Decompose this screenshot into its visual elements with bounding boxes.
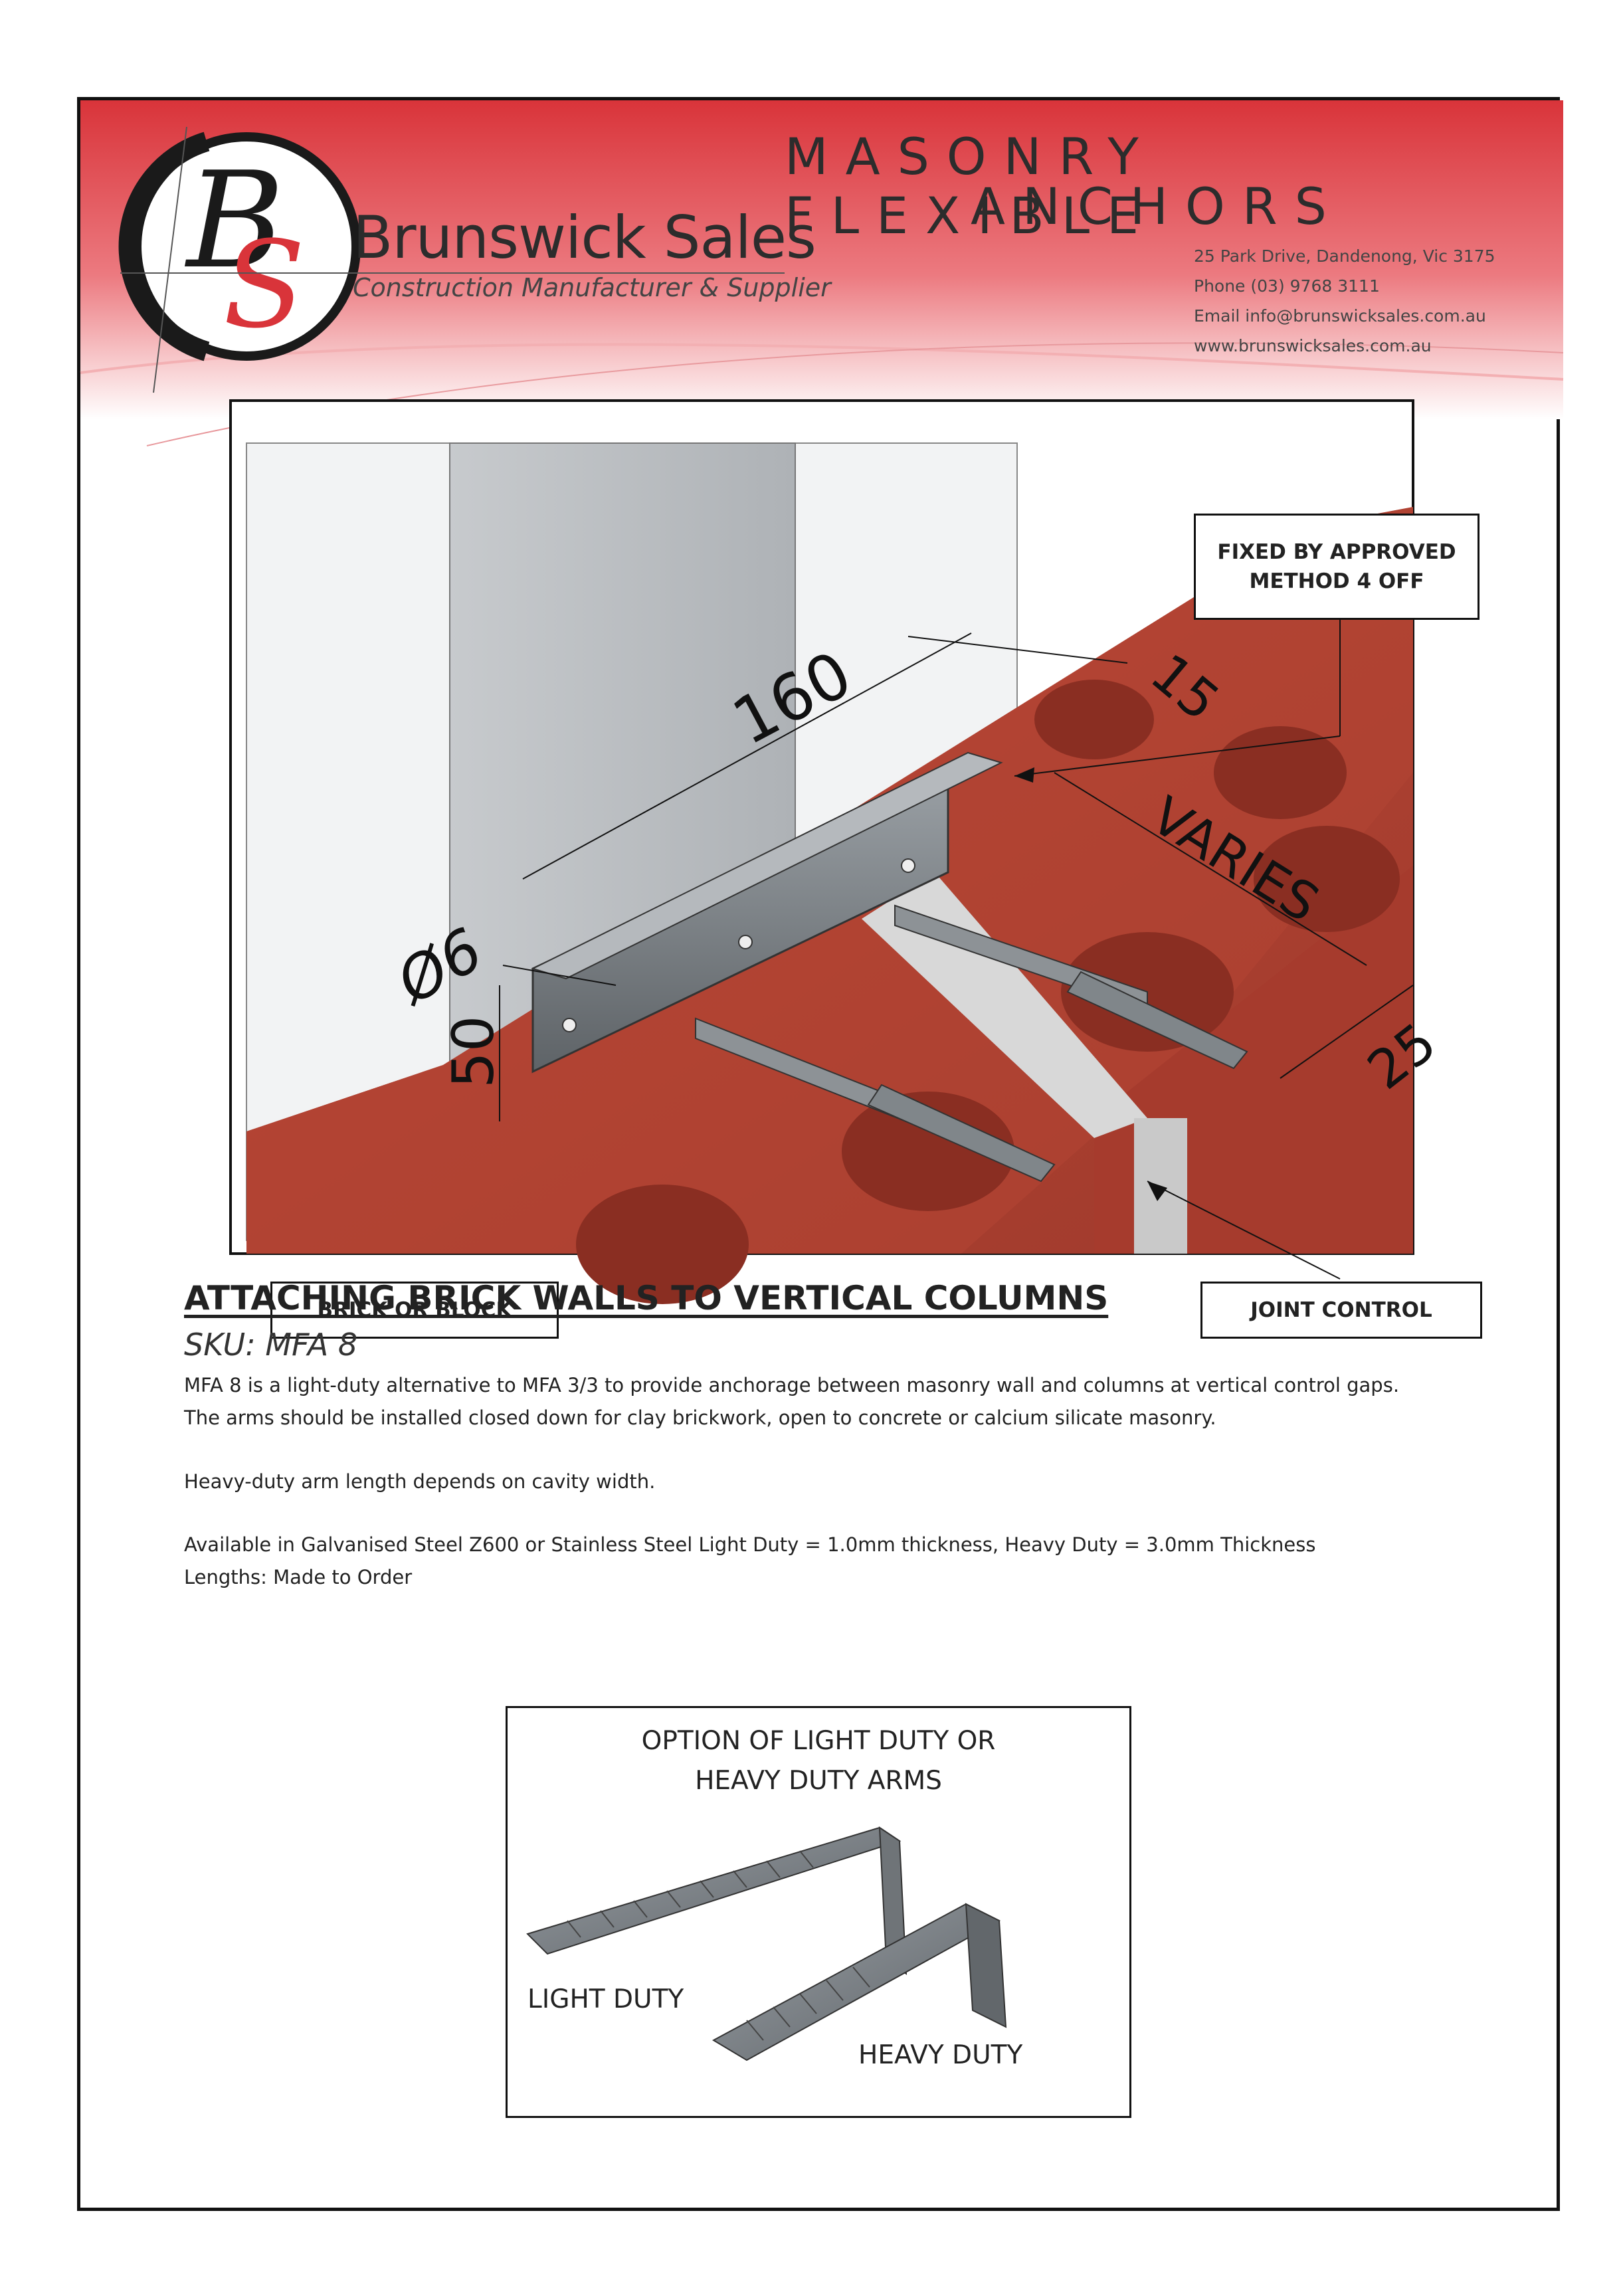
light-duty-label: LIGHT DUTY	[527, 1984, 684, 2014]
svg-text:S: S	[223, 216, 305, 355]
company-tagline: Construction Manufacturer & Supplier	[353, 273, 831, 302]
diagram-illustration: 160 15 VARIES 25 Ø6 50	[229, 399, 1448, 1304]
callout-joint-control: JOINT CONTROL	[1200, 1282, 1482, 1339]
page-frame: B S Brunswick Sales Construction Manufac…	[77, 97, 1564, 2211]
arm-options-title-line2: HEAVY DUTY ARMS	[695, 1766, 942, 1796]
availability-line-2: Lengths: Made to Order	[184, 1566, 413, 1588]
contact-block: 25 Park Drive, Dandenong, Vic 3175 Phone…	[1194, 241, 1495, 361]
dim-height-label: 50	[440, 1016, 507, 1088]
header: B S Brunswick Sales Construction Manufac…	[80, 100, 1564, 446]
phone: Phone (03) 9768 3111	[1194, 276, 1380, 296]
anchor-diagram: 160 15 VARIES 25 Ø6 50 FIXED BY APPROVED…	[229, 399, 1482, 1339]
availability-line-1: Available in Galvanised Steel Z600 or St…	[184, 1533, 1316, 1556]
company-logo: B S	[118, 126, 785, 393]
page-title-line2: ANCHORS	[971, 177, 1344, 236]
header-background: B S	[80, 100, 1564, 446]
section-heading: ATTACHING BRICK WALLS TO VERTICAL COLUMN…	[184, 1279, 1109, 1317]
cavity-note: Heavy-duty arm length depends on cavity …	[184, 1470, 656, 1493]
callout-brick-or-block: BRICK OR BLOCK	[270, 1282, 559, 1339]
address: 25 Park Drive, Dandenong, Vic 3175	[1194, 246, 1495, 266]
heavy-duty-arm	[712, 1903, 1007, 2061]
company-name: Brunswick Sales	[353, 203, 816, 272]
description-line-1: MFA 8 is a light-duty alternative to MFA…	[184, 1374, 1400, 1396]
arm-options-title-line1: OPTION OF LIGHT DUTY OR	[641, 1726, 996, 1756]
arm-options-box: OPTION OF LIGHT DUTY OR HEAVY DUTY ARMS	[506, 1706, 1131, 2118]
description-line-2: The arms should be installed closed down…	[184, 1406, 1216, 1429]
email-link[interactable]: Email info@brunswicksales.com.au	[1194, 306, 1486, 326]
page-title-line1: MASONRY FLEXIBLE	[785, 127, 1157, 245]
website-link[interactable]: www.brunswicksales.com.au	[1194, 336, 1432, 355]
callout-fixed-method: FIXED BY APPROVED METHOD 4 OFF	[1194, 514, 1480, 620]
availability-paragraph: Available in Galvanised Steel Z600 or St…	[184, 1529, 1513, 1594]
dimension-lines	[499, 615, 1414, 1280]
heavy-duty-label: HEAVY DUTY	[858, 2040, 1023, 2070]
arm-options-illustration	[526, 1826, 1007, 2061]
sku-label: SKU: MFA 8	[184, 1327, 358, 1363]
arm-options-title: OPTION OF LIGHT DUTY OR HEAVY DUTY ARMS	[508, 1721, 1129, 1801]
light-duty-arm	[526, 1826, 907, 1975]
description-paragraph: MFA 8 is a light-duty alternative to MFA…	[184, 1369, 1513, 1434]
